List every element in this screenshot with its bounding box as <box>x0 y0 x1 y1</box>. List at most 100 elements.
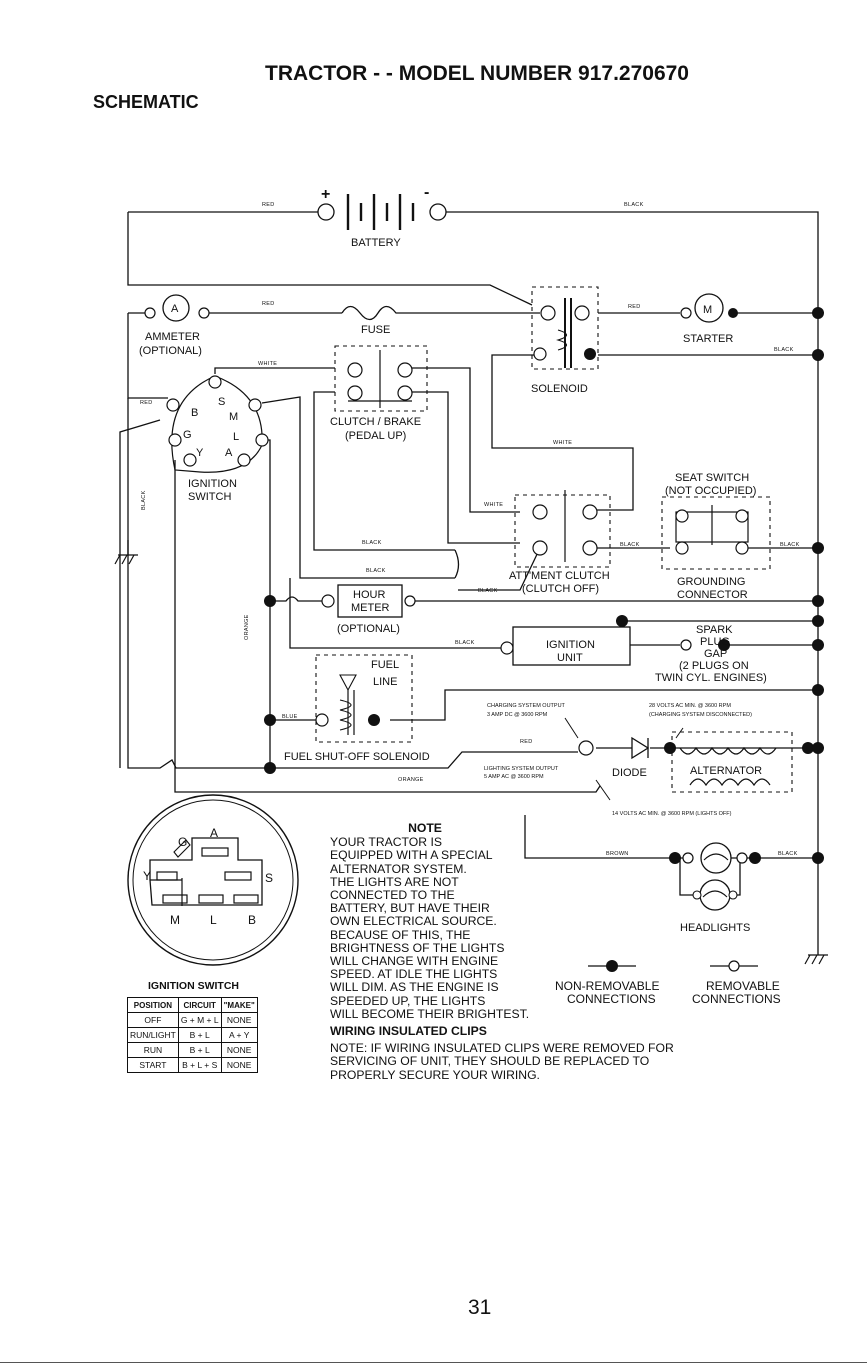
note-line: BECAUSE OF THIS, THE <box>330 927 471 942</box>
table-row: OFF G + M + L NONE <box>127 1012 258 1028</box>
wire-label-red-alternator: RED <box>520 739 533 745</box>
nonremovable-legend-label: NON-REMOVABLE <box>555 979 659 993</box>
switch-face-y: Y <box>143 869 151 883</box>
lighting-output-value: 5 AMP AC @ 3600 RPM <box>484 774 544 780</box>
wiring-clips-title: WIRING INSULATED CLIPS <box>330 1024 487 1038</box>
fuel-line-label-2: LINE <box>373 676 397 688</box>
switch-face-g: G <box>178 835 187 849</box>
wire-label-black-grounding: BLACK <box>780 542 800 548</box>
wire-label-black-vertical: BLACK <box>141 490 147 510</box>
removable-legend-label: REMOVABLE <box>706 979 780 993</box>
wire-label-orange: ORANGE <box>398 777 424 783</box>
note-line: ALTERNATOR SYSTEM. <box>330 861 467 876</box>
wire-label-white-clutch: WHITE <box>484 502 503 508</box>
clutch-brake-label: CLUTCH / BRAKE <box>330 416 421 428</box>
ignition-switch-label: IGNITION <box>188 478 237 490</box>
attachment-clutch-label: ATT'MENT CLUTCH <box>509 570 610 582</box>
section-heading: SCHEMATIC <box>93 92 199 112</box>
wire-label-orange-vertical: ORANGE <box>244 614 250 640</box>
terminal-l: L <box>233 431 239 443</box>
alternator-min-volts-note: (CHARGING SYSTEM DISCONNECTED) <box>649 712 752 718</box>
wire-label-black-ignition: BLACK <box>455 640 475 646</box>
note-line: WILL CHANGE WITH ENGINE <box>330 954 499 969</box>
wire-label-red-starter: RED <box>628 304 641 310</box>
clutch-brake-switch-symbol <box>347 350 413 408</box>
spark-plug-label: SPARK <box>696 624 733 636</box>
fuel-line-label: FUEL <box>371 659 399 671</box>
hour-meter-label-2: METER <box>351 602 390 614</box>
alternator-label: ALTERNATOR <box>690 765 762 777</box>
ammeter-optional-label: (OPTIONAL) <box>139 345 202 357</box>
table-cell: B + L + S <box>177 1057 222 1073</box>
table-header-row: POSITION CIRCUIT "MAKE" <box>127 997 258 1013</box>
wiring-clips-line: SERVICING OF UNIT, THEY SHOULD BE REPLAC… <box>330 1054 650 1069</box>
grounding-connector-label-2: CONNECTOR <box>677 589 748 601</box>
fuse-symbol <box>341 305 406 321</box>
lighting-output-label: LIGHTING SYSTEM OUTPUT <box>484 766 559 772</box>
solenoid-label: SOLENOID <box>531 383 588 395</box>
seat-switch-symbol <box>675 505 749 555</box>
terminal-a: A <box>225 447 233 459</box>
grounding-connector-dot <box>812 542 824 554</box>
table-cell: NONE <box>220 1042 258 1058</box>
headlights-symbol <box>669 842 824 911</box>
wire-label-brown: BROWN <box>606 851 629 857</box>
note-line: WILL BECOME THEIR BRIGHTEST. <box>330 1006 530 1021</box>
starter-symbol-letter: M <box>703 304 712 316</box>
battery-symbol <box>317 194 447 230</box>
note-line: BATTERY, BUT HAVE THEIR <box>330 901 490 916</box>
wire-label-white-seat: WHITE <box>553 440 572 446</box>
spark-plugs-note-2: TWIN CYL. ENGINES) <box>655 672 767 684</box>
wiring-clips-line: NOTE: IF WIRING INSULATED CLIPS WERE REM… <box>330 1041 674 1056</box>
table-header: "MAKE" <box>220 997 258 1013</box>
fuel-solenoid-label: FUEL SHUT-OFF SOLENOID <box>284 751 430 763</box>
ammeter-symbol-letter: A <box>171 303 179 315</box>
hour-meter-optional-label: (OPTIONAL) <box>337 623 400 635</box>
wire-label-red-battery: RED <box>262 202 275 208</box>
diode-label: DIODE <box>612 767 647 779</box>
hour-meter-label: HOUR <box>353 589 385 601</box>
table-header: POSITION <box>127 997 179 1013</box>
charging-output-value: 3 AMP DC @ 3600 RPM <box>487 712 548 718</box>
terminal-b: B <box>191 407 198 419</box>
wire-label-black-attment-2: BLACK <box>478 588 498 594</box>
lights-off-volts: 14 VOLTS AC MIN. @ 3600 RPM (LIGHTS OFF) <box>612 811 732 817</box>
ignition-switch-face <box>127 794 299 966</box>
terminal-m: M <box>229 411 238 423</box>
bottom-rule <box>0 1362 867 1363</box>
hour-meter-symbol <box>264 584 824 618</box>
removable-legend-label-2: CONNECTIONS <box>692 992 781 1006</box>
table-cell: RUN/LIGHT <box>127 1027 179 1043</box>
attachment-clutch-state-label: (CLUTCH OFF) <box>522 583 599 595</box>
table-cell: A + Y <box>220 1027 258 1043</box>
ground-symbols <box>114 554 828 965</box>
note-line: WILL DIM. AS THE ENGINE IS <box>330 980 499 995</box>
spark-plug-label-2: PLUG <box>700 636 730 648</box>
fuel-solenoid-symbol <box>264 674 824 735</box>
switch-face-b: B <box>248 913 256 927</box>
wire-label-black-hour: BLACK <box>366 568 386 574</box>
alternator-note: NOTE YOUR TRACTOR IS EQUIPPED WITH A SPE… <box>330 821 590 1021</box>
seat-switch-state-label: (NOT OCCUPIED) <box>665 485 756 497</box>
note-line: THE LIGHTS ARE NOT <box>330 874 459 889</box>
battery-label: BATTERY <box>351 237 401 249</box>
note-line: YOUR TRACTOR IS <box>330 835 442 850</box>
ammeter-symbol <box>144 294 210 322</box>
grounding-connector-label: GROUNDING <box>677 576 745 588</box>
starter-label: STARTER <box>683 333 733 345</box>
switch-face-m: M <box>170 913 180 927</box>
table-cell: B + L <box>177 1027 222 1043</box>
table-cell: NONE <box>220 1012 258 1028</box>
wire-label-black-attment: BLACK <box>620 542 640 548</box>
page-number: 31 <box>468 1296 492 1319</box>
note-line: OWN ELECTRICAL SOURCE. <box>330 914 497 929</box>
wire-label-red-switch: RED <box>140 400 153 406</box>
table-cell: B + L <box>177 1042 222 1058</box>
table-header: CIRCUIT <box>177 997 222 1013</box>
dashed-enclosures <box>315 286 793 793</box>
ignition-switch-table: POSITION CIRCUIT "MAKE" OFF G + M + L NO… <box>127 997 258 1073</box>
note-line: CONNECTED TO THE <box>330 888 455 903</box>
starter-motor-symbol <box>680 293 824 361</box>
wire-label-black-starter: BLACK <box>774 347 794 353</box>
